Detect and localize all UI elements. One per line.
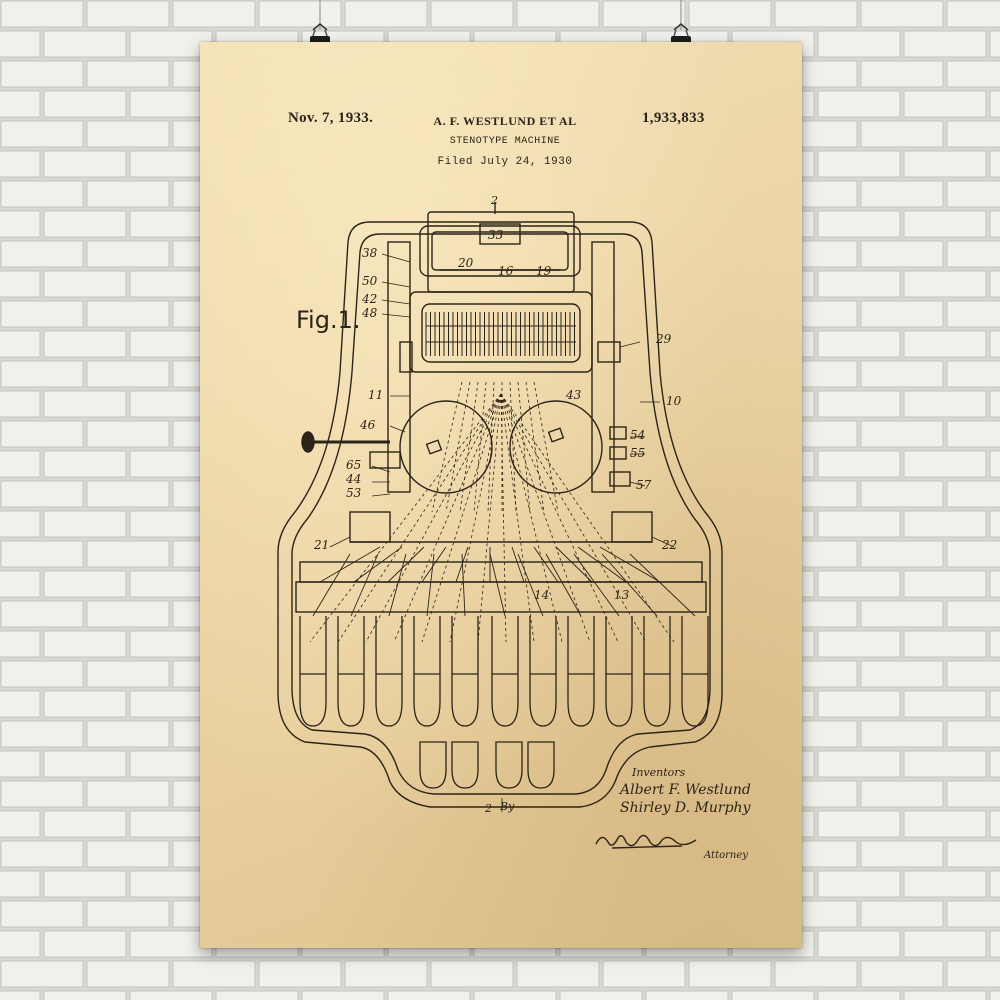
ref-numeral: 57	[636, 478, 652, 492]
thumb-key	[451, 741, 479, 789]
stenotype-key	[299, 616, 327, 727]
ref-numeral: 14	[534, 588, 550, 602]
ref-numeral: 19	[536, 264, 552, 278]
thumb-key	[495, 741, 523, 789]
ref-numeral: 20	[458, 256, 474, 270]
stenotype-key	[643, 616, 671, 727]
ref-numeral: 42	[362, 292, 378, 306]
thumb-key	[419, 741, 447, 789]
attorney-signature	[595, 834, 697, 849]
ref-numeral: 38	[362, 246, 378, 260]
patent-date: Nov. 7, 1933.	[288, 110, 374, 126]
patent-poster: Nov. 7, 1933. A. F. WESTLUND ET AL 1,933…	[200, 42, 802, 948]
ref-numeral: 10	[666, 394, 682, 408]
stenotype-key	[681, 616, 709, 727]
inventor-1-signature: Albert F. Westlund	[620, 782, 751, 798]
inventor-2-signature: Shirley D. Murphy	[620, 800, 751, 816]
stenotype-key	[529, 616, 557, 727]
inventors-label: Inventors	[632, 766, 686, 779]
ref-numeral: 21	[314, 538, 330, 552]
figure-label: Fig.1.	[296, 306, 361, 334]
stenotype-key	[337, 616, 365, 727]
ref-numeral: 55	[630, 446, 646, 460]
patent-title: STENOTYPE MACHINE	[449, 136, 561, 147]
ref-numeral: 44	[346, 472, 362, 486]
ref-numeral: 33	[488, 228, 504, 242]
ref-numeral: 2	[485, 802, 492, 815]
ref-numeral: 29	[656, 332, 672, 346]
patent-inventor-header: A. F. WESTLUND ET AL	[433, 114, 577, 128]
ref-numeral: 13	[614, 588, 630, 602]
right-spool-disc	[509, 400, 603, 494]
stenotype-key	[413, 616, 441, 727]
ref-numeral: 46	[360, 418, 376, 432]
ref-numeral: 22	[662, 538, 678, 552]
left-spool-disc	[399, 400, 493, 494]
ref-numeral: 54	[630, 428, 646, 442]
stenotype-key	[605, 616, 633, 727]
stenotype-key	[451, 616, 479, 727]
stenotype-key	[491, 616, 519, 727]
patent-filed-date: Filed July 24, 1930	[437, 156, 573, 168]
ref-numeral: 11	[368, 388, 384, 402]
stenotype-key	[567, 616, 595, 727]
ref-numeral: 65	[346, 458, 362, 472]
stenotype-machine-drawing	[277, 202, 723, 812]
patent-number: 1,933,833	[642, 110, 705, 126]
attorney-label: Attorney	[704, 850, 748, 861]
ref-numeral: 43	[566, 388, 582, 402]
thumb-key	[527, 741, 555, 789]
stenotype-key	[375, 616, 403, 727]
ref-numeral: 50	[362, 274, 378, 288]
ref-numeral: 2	[491, 194, 498, 207]
ref-numeral: 16	[498, 264, 514, 278]
ref-numeral: 53	[346, 486, 362, 500]
machine-outer-casing	[277, 221, 723, 808]
by-label: By	[500, 800, 515, 813]
ref-numeral: 48	[362, 306, 378, 320]
